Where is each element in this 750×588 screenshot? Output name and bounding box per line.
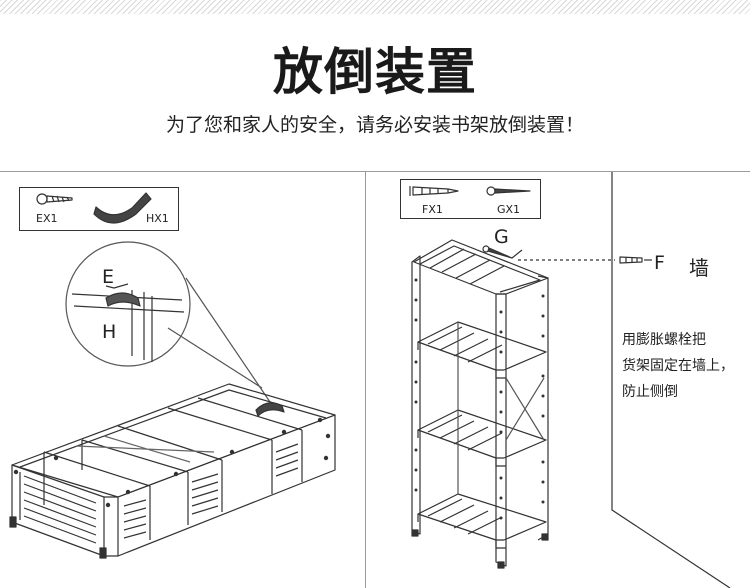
- label-f: F: [654, 252, 665, 274]
- part-label-ex1: EX1: [36, 212, 58, 225]
- g-screw-icon: [482, 245, 523, 259]
- wall-outline: [611, 172, 731, 588]
- header-hatch-band: [0, 0, 750, 14]
- shelf-lying-illustration: [9, 383, 336, 559]
- wall-fixing-note: 用膨胀螺栓把 货架固定在墙上， 防止侧倒: [622, 327, 748, 405]
- callout-label-h: H: [102, 321, 117, 343]
- page-title: 放倒装置: [273, 43, 477, 101]
- right-parts-box: [400, 179, 541, 219]
- note-line-1: 用膨胀螺栓把: [622, 332, 706, 348]
- wall-anchor-icon: [619, 256, 652, 264]
- strap-icon: [93, 192, 152, 224]
- note-line-2: 货架固定在墙上，: [622, 358, 734, 374]
- part-label-gx1: GX1: [497, 203, 521, 216]
- page-subtitle: 为了您和家人的安全，请务必安装书架放倒装置！: [165, 114, 584, 136]
- screw-icon: [36, 193, 73, 205]
- part-label-fx1: FX1: [422, 203, 443, 216]
- panel-divider: [365, 171, 366, 588]
- part-label-hx1: HX1: [146, 212, 169, 225]
- wood-screw-icon: [486, 186, 531, 196]
- callout-label-e: E: [102, 266, 115, 288]
- detail-callout: [65, 241, 271, 403]
- label-g: G: [494, 226, 509, 248]
- note-line-3: 防止侧倒: [622, 384, 678, 400]
- section-divider: [0, 171, 750, 172]
- standing-shelf-illustration: [411, 239, 549, 569]
- anchor-bolt-icon: [409, 186, 459, 196]
- label-wall: 墙: [689, 256, 709, 280]
